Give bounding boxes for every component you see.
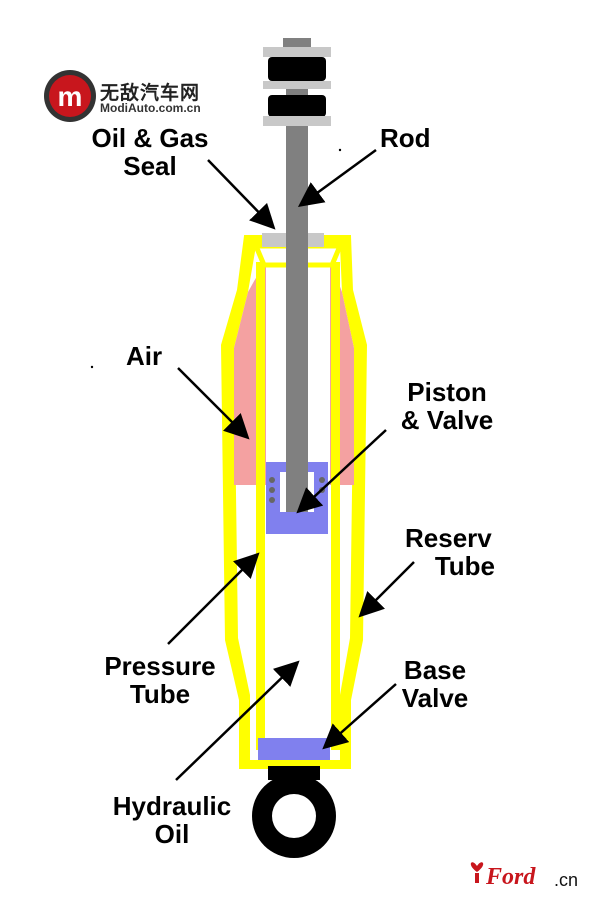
label-pressure-tube: Pressure Tube — [104, 651, 216, 709]
pressure-tube-right-wall — [331, 262, 340, 750]
heart-i-icon — [470, 862, 484, 883]
label-piston-valve: Piston & Valve — [400, 377, 494, 435]
label-base-valve: Base Valve — [401, 655, 469, 713]
rod-arrow — [297, 148, 377, 207]
label-oil-gas-seal: Oil & Gas Seal — [91, 123, 209, 181]
upper-bushing-1 — [268, 57, 326, 81]
upper-washer-1 — [263, 47, 331, 57]
modiauto-logo-icon: m — [44, 70, 96, 122]
piston-rod — [286, 40, 308, 510]
svg-text:m: m — [58, 81, 83, 112]
ford-word: Ford — [486, 864, 536, 890]
pressure-tube-left-wall — [256, 262, 265, 750]
valve-spring-dot — [269, 477, 275, 483]
seal-arrow — [207, 159, 276, 230]
upper-washer-3 — [263, 116, 331, 126]
valve-spring-dot — [269, 487, 275, 493]
ford-domain-suffix: .cn — [554, 870, 579, 890]
ford-logo: Ford .cn — [466, 852, 596, 896]
label-rod: Rod — [380, 123, 431, 153]
upper-bushing-2 — [268, 95, 326, 117]
valve-spring-dot — [319, 477, 325, 483]
rod-top-cap — [283, 38, 311, 48]
label-hydraulic-oil: Hydraulic Oil — [112, 791, 232, 849]
label-reservoir-tube: Reserv Tube — [405, 524, 495, 580]
valve-spring-dot — [269, 497, 275, 503]
base-valve-arrow — [322, 683, 397, 750]
reservoir-arrow — [358, 561, 415, 618]
watermark-chinese-text: 无敌汽车网 — [100, 82, 201, 104]
label-air: Air — [126, 341, 163, 371]
stray-dot — [90, 365, 94, 369]
air-arrow — [177, 367, 250, 440]
watermark-url-text: ModiAuto.com.cn — [100, 101, 201, 115]
modiauto-watermark: m 无敌汽车网 ModiAuto.com.cn — [42, 68, 232, 124]
stray-dot — [338, 148, 342, 152]
upper-washer-2 — [263, 81, 331, 89]
pressure-tube-arrow — [167, 552, 260, 645]
base-valve — [258, 738, 330, 760]
hydraulic-oil-arrow — [175, 660, 300, 781]
bottom-eye-hole — [272, 794, 316, 838]
piston-arrow — [296, 429, 387, 514]
